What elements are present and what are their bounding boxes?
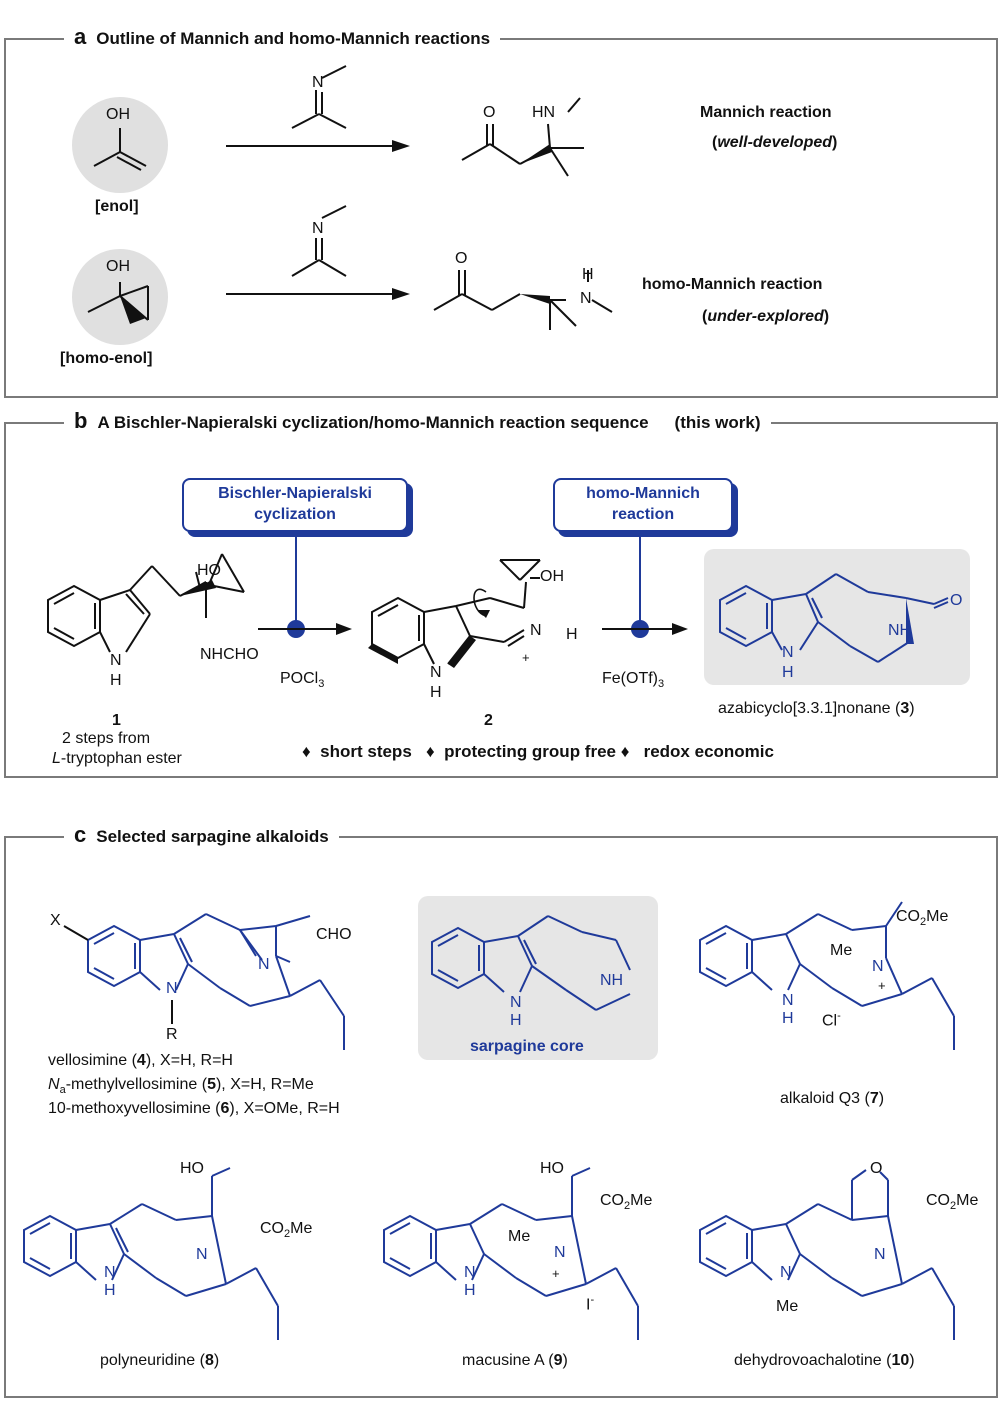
homo-mannich-note: (under-explored) bbox=[702, 308, 830, 325]
poly-bridge-n: N bbox=[196, 1246, 208, 1263]
q3-caption: alkaloid Q3 (7) bbox=[780, 1090, 885, 1107]
macu-i-label: I- bbox=[586, 1294, 595, 1314]
q3-me-label: Me bbox=[830, 942, 853, 959]
poly-ho-label: HO bbox=[180, 1160, 204, 1177]
cmpd1-note-line2: L-tryptophan ester bbox=[52, 750, 182, 767]
homoenol-label: [homo-enol] bbox=[60, 350, 153, 367]
panel-b-title: A Bischler-Napieralski cyclization/homo-… bbox=[97, 413, 649, 432]
panel-b-letter: b bbox=[74, 408, 88, 433]
core-h-label: H bbox=[510, 1012, 522, 1029]
macu-ho-label: HO bbox=[540, 1160, 564, 1177]
cmpd1-n-label: N bbox=[110, 652, 122, 669]
cmpd3-h-label: H bbox=[782, 664, 794, 681]
macu-indole-n: N bbox=[464, 1264, 476, 1281]
panel-c-heading: c Selected sarpagine alkaloids bbox=[64, 824, 339, 848]
vello-caption-1: vellosimine (4), X=H, R=H bbox=[48, 1052, 233, 1069]
poly-indole-n: N bbox=[104, 1264, 116, 1281]
vello-caption-3: 10-methoxyvellosimine (6), X=OMe, R=H bbox=[48, 1100, 340, 1117]
enol-oh-label: OH bbox=[106, 106, 130, 123]
cmpd1-number: 1 bbox=[112, 712, 121, 729]
macu-co2me-label: CO2Me bbox=[600, 1192, 653, 1213]
macu-caption: macusine A (9) bbox=[462, 1352, 568, 1369]
product-3-highlight bbox=[704, 549, 970, 685]
vello-cho-label: CHO bbox=[316, 926, 352, 943]
macu-me-label: Me bbox=[508, 1228, 531, 1245]
dehy-indole-n: N bbox=[780, 1264, 792, 1281]
cmpd1-h-label: H bbox=[110, 672, 122, 689]
panel-a-letter: a bbox=[74, 24, 87, 49]
panel-b-heading: b A Bischler-Napieralski cyclization/homo… bbox=[64, 410, 771, 434]
cmpd2-number: 2 bbox=[484, 712, 493, 729]
callout-bischler: Bischler-Napieralski cyclization bbox=[182, 478, 408, 532]
cmpd2-h-label: H bbox=[566, 626, 578, 643]
vello-indole-n: N bbox=[166, 980, 178, 997]
panel-b-structures bbox=[47, 534, 949, 668]
homo-n-label: N bbox=[580, 290, 592, 307]
cmpd3-n-label: N bbox=[782, 644, 794, 661]
cmpd2-n-label: N bbox=[530, 622, 542, 639]
dehy-co2me-label: CO2Me bbox=[926, 1192, 979, 1213]
homo-o-label: O bbox=[455, 250, 468, 267]
vello-x-label: X bbox=[50, 912, 61, 929]
callout-homo-mannich: homo-Mannich reaction bbox=[553, 478, 733, 532]
cmpd2-plus-label: + bbox=[522, 650, 530, 665]
q3-indole-h: H bbox=[782, 1010, 794, 1027]
cmpd3-o-label: O bbox=[950, 592, 963, 609]
q3-co2me-label: CO2Me bbox=[896, 908, 949, 929]
mannich-reaction-label: Mannich reaction bbox=[700, 104, 832, 121]
mannich-reaction-note: (well-developed) bbox=[712, 134, 838, 151]
poly-co2me-label: CO2Me bbox=[260, 1220, 313, 1241]
homo-h-label: H bbox=[582, 266, 594, 283]
core-nh-label: NH bbox=[600, 972, 624, 989]
cmpd2-indole-h-label: H bbox=[430, 684, 442, 701]
cmpd2-indole-n-label: N bbox=[430, 664, 442, 681]
sarpagine-core-label: sarpagine core bbox=[470, 1038, 584, 1055]
panel-c-frame bbox=[4, 836, 998, 1398]
q3-indole-n: N bbox=[782, 992, 794, 1009]
macu-plus-label: + bbox=[552, 1266, 560, 1281]
mannich-hn-label: HN bbox=[532, 104, 556, 121]
dehy-bridge-n: N bbox=[874, 1246, 886, 1263]
poly-indole-h: H bbox=[104, 1282, 116, 1299]
panel-c-title: Selected sarpagine alkaloids bbox=[96, 827, 329, 846]
panel-a-frame bbox=[4, 38, 998, 398]
cmpd3-nh-label: NH bbox=[888, 622, 912, 639]
cmpd1-note-line1: 2 steps from bbox=[62, 730, 151, 747]
macu-indole-h: H bbox=[464, 1282, 476, 1299]
q3-n-label: N bbox=[872, 958, 884, 975]
dehy-me-label: Me bbox=[776, 1298, 799, 1315]
vello-r-label: R bbox=[166, 1026, 178, 1043]
cmpd1-ho-label: HO bbox=[197, 562, 221, 579]
homo-mannich-label: homo-Mannich reaction bbox=[642, 276, 823, 293]
q3-plus-label: + bbox=[878, 978, 886, 993]
core-n-label: N bbox=[510, 994, 522, 1011]
macu-n-label: N bbox=[554, 1244, 566, 1261]
vello-caption-2: Na-methylvellosimine (5), X=H, R=Me bbox=[48, 1076, 314, 1097]
panel-a-title: Outline of Mannich and homo-Mannich reac… bbox=[96, 29, 491, 48]
reagent-pocl3: POCl3 bbox=[280, 670, 325, 691]
panel-a-structures bbox=[72, 65, 613, 345]
mannich-o-label: O bbox=[483, 104, 496, 121]
q3-cl-label: Cl- bbox=[822, 1010, 841, 1030]
features-line: ♦ short steps ♦ protecting group free ♦ … bbox=[302, 742, 774, 761]
panel-b-tag: (this work) bbox=[674, 413, 761, 432]
dehy-caption: dehydrovoachalotine (10) bbox=[734, 1352, 915, 1369]
cmpd3-label: azabicyclo[3.3.1]nonane (3) bbox=[718, 700, 915, 717]
dehy-o-label: O bbox=[870, 1160, 883, 1177]
poly-caption: polyneuridine (8) bbox=[100, 1352, 220, 1369]
homoenol-oh-label: OH bbox=[106, 258, 130, 275]
vello-bridge-n: N bbox=[258, 956, 270, 973]
cmpd2-oh-label: OH bbox=[540, 568, 564, 585]
imine2-n-label: N bbox=[312, 220, 324, 237]
panel-c-letter: c bbox=[74, 822, 87, 847]
imine1-n-label: N bbox=[312, 74, 324, 91]
reagent-feotf3: Fe(OTf)3 bbox=[602, 670, 665, 691]
enol-label: [enol] bbox=[95, 198, 139, 215]
cmpd1-nhcho-label: NHCHO bbox=[200, 646, 259, 663]
panel-a-heading: a Outline of Mannich and homo-Mannich rea… bbox=[64, 24, 501, 50]
